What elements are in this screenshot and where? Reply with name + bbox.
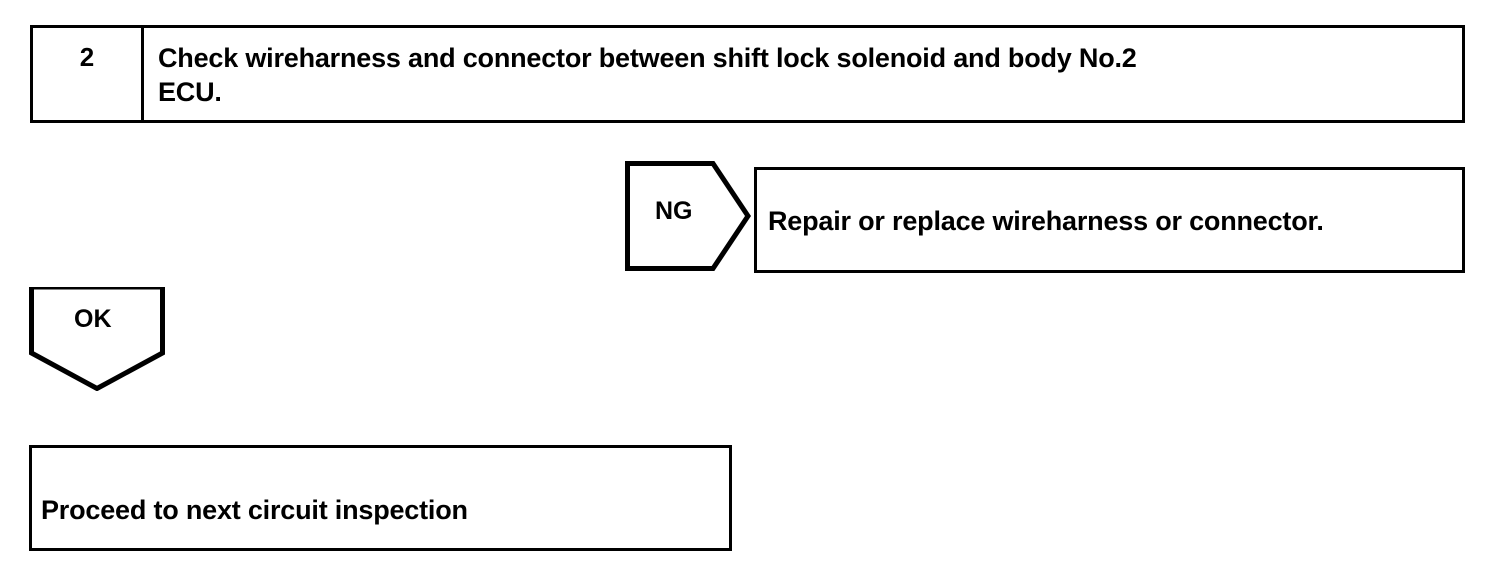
ng-arrow-shape: [625, 161, 751, 271]
proceed-result-box: Proceed to next circuit inspection shown…: [29, 445, 732, 551]
proceed-result-line-1: Proceed to next circuit inspection: [41, 495, 468, 526]
step-box: 2 Check wireharness and connector betwee…: [30, 25, 1465, 123]
repair-result-box: Repair or replace wireharness or connect…: [754, 167, 1465, 273]
proceed-result-text: Proceed to next circuit inspection shown…: [41, 456, 473, 564]
step-instruction-text: Check wireharness and connector between …: [158, 43, 1137, 108]
repair-result-text: Repair or replace wireharness or connect…: [768, 206, 1324, 236]
ok-arrow-shape: [29, 287, 165, 391]
step-number: 2: [79, 42, 95, 72]
step-number-cell: 2: [33, 28, 144, 120]
ng-branch-label: NG: [655, 197, 693, 225]
ok-branch-label: OK: [74, 305, 112, 333]
